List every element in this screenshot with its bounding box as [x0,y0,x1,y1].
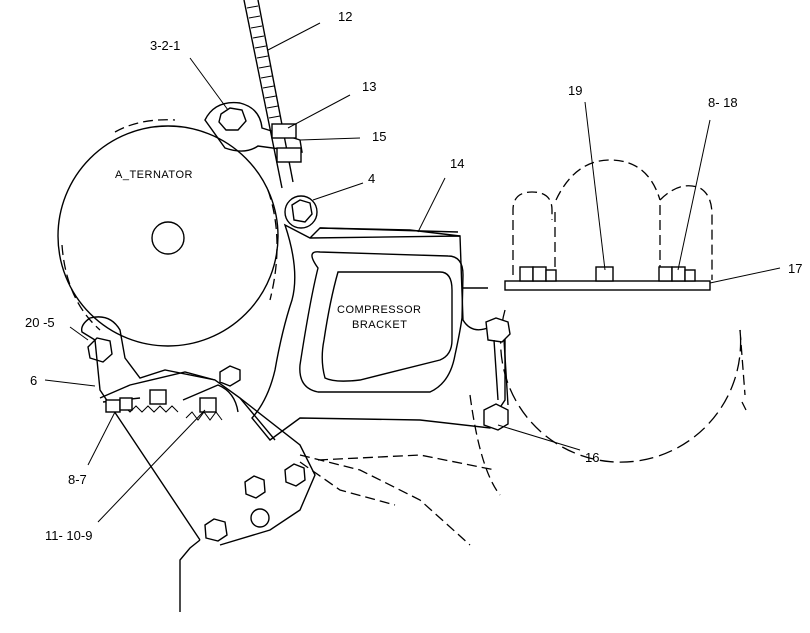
callout-11-10-9: 11- 10-9 [45,528,92,543]
compressor-top-lobes [512,159,713,280]
callout-8-7: 8-7 [68,472,87,487]
callout-4: 4 [368,171,375,186]
callout-6: 6 [30,373,37,388]
callout-14: 14 [450,156,464,171]
callout-16: 16 [585,450,599,465]
adjusting-rod [243,0,318,229]
compressor-bracket [251,223,511,441]
compressor-label-line2: BRACKET [352,319,407,331]
compressor-label-line1: COMPRESSOR [337,304,421,316]
callout-19: 19 [568,83,582,98]
callout-8-18: 8- 18 [708,95,738,110]
lower-bracket [80,316,496,612]
callout-17: 17 [788,261,802,276]
compressor-outline [469,309,747,496]
callout-20-5: 20 -5 [25,315,55,330]
callout-3-2-1: 3-2-1 [150,38,180,53]
callout-13: 13 [362,79,376,94]
alternator-body [57,119,279,347]
callout-15: 15 [372,129,386,144]
alternator-label: A_TERNATOR [115,169,193,181]
alternator-ear [204,101,303,153]
callout-12: 12 [338,9,352,24]
mounting-plate [504,266,711,291]
leader-lines [44,22,781,523]
